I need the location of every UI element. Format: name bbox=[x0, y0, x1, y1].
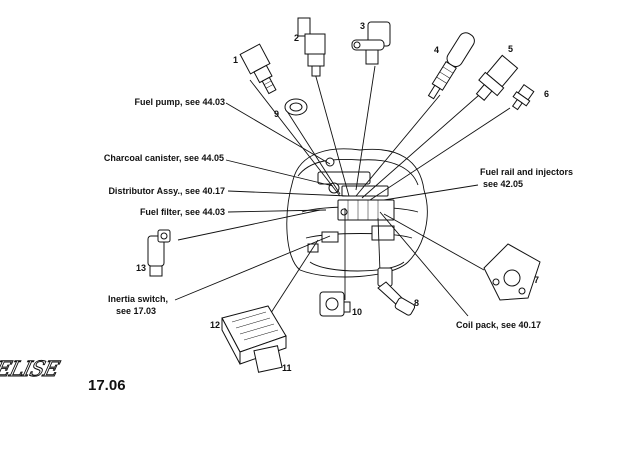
callout-inertia-switch-line1: Inertia switch, bbox=[108, 294, 168, 304]
part-number-1: 1 bbox=[233, 55, 238, 65]
part-7-sensor-drawing bbox=[483, 243, 541, 301]
part-number-5: 5 bbox=[508, 44, 513, 54]
part-number-6: 6 bbox=[544, 89, 549, 99]
callout-fuel-pump: Fuel pump, see 44.03 bbox=[134, 97, 225, 107]
elise-logo: ELISE bbox=[0, 357, 63, 383]
part-number-4: 4 bbox=[434, 45, 439, 55]
page-reference: 17.06 bbox=[88, 377, 126, 394]
callout-coil-pack: Coil pack, see 40.17 bbox=[456, 320, 541, 330]
elise-logo-text: ELISE bbox=[0, 357, 63, 382]
callout-labels: Fuel pump, see 44.03 Charcoal canister, … bbox=[104, 97, 573, 330]
part-number-9: 9 bbox=[274, 109, 279, 119]
part-number-3: 3 bbox=[360, 21, 365, 31]
part-5-sensor-drawing bbox=[475, 54, 519, 101]
part-number-2: 2 bbox=[294, 33, 299, 43]
callout-fuel-rail-line1: Fuel rail and injectors bbox=[480, 167, 573, 177]
part-2-sensor-drawing bbox=[297, 17, 326, 77]
part-1-sensor-drawing bbox=[239, 43, 277, 95]
callout-inertia-switch-line2: see 17.03 bbox=[116, 306, 156, 316]
part-number-10: 10 bbox=[352, 307, 362, 317]
part-number-12: 12 bbox=[210, 320, 220, 330]
leader-lines bbox=[174, 65, 511, 334]
callout-charcoal-canister: Charcoal canister, see 44.05 bbox=[104, 153, 224, 163]
part-number-7: 7 bbox=[534, 275, 539, 285]
part-9-washer-drawing bbox=[284, 98, 308, 116]
part-11-relay-drawing bbox=[253, 345, 283, 373]
part-4-sensor-drawing bbox=[427, 32, 475, 100]
part-number-8: 8 bbox=[414, 298, 419, 308]
callout-distributor: Distributor Assy., see 40.17 bbox=[108, 186, 225, 196]
callout-fuel-rail-line2: see 42.05 bbox=[483, 179, 523, 189]
part-number-13: 13 bbox=[136, 263, 146, 273]
part-6-sensor-drawing bbox=[511, 84, 535, 111]
part-8-sensor-drawing bbox=[377, 267, 416, 316]
part-number-11: 11 bbox=[282, 363, 292, 373]
part-3-sensor-drawing bbox=[351, 21, 391, 65]
part-number-labels: 1 2 3 4 5 6 7 8 9 10 11 12 13 bbox=[136, 21, 549, 373]
part-10-sensor-drawing bbox=[319, 291, 351, 317]
callout-fuel-filter: Fuel filter, see 44.03 bbox=[140, 207, 225, 217]
part-13-sensor-drawing bbox=[147, 229, 171, 277]
